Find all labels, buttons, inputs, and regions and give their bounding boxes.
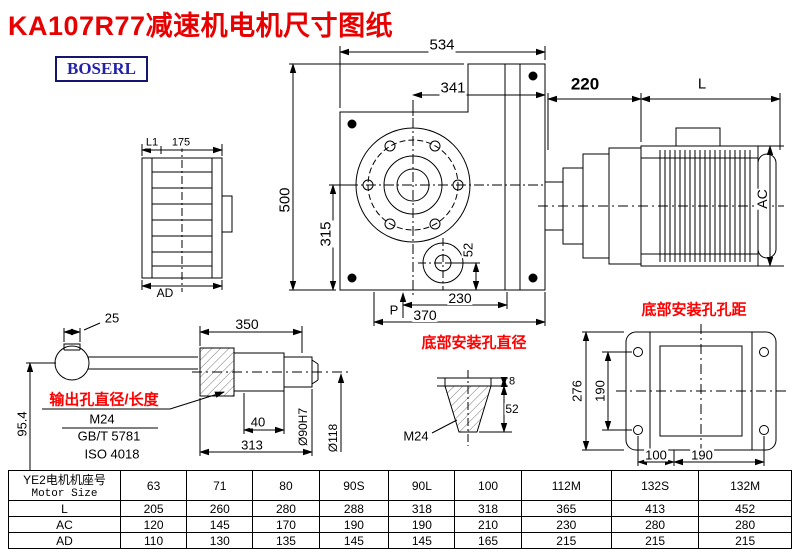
dim-l: L [696,75,708,93]
size-col: 80 [252,470,320,501]
table-cell: 452 [698,500,792,517]
table-cell: 318 [388,500,456,517]
dim-95-4: 95.4 [14,410,30,438]
gearbox-bottom-view [582,324,786,466]
dim-d90h7: Ø90H7 [296,406,310,448]
dim-313: 313 [240,437,264,453]
row-label: AC [8,516,121,533]
table-cell: 413 [610,500,700,517]
table-header-cn: YE2电机机座号 [23,473,106,487]
table-row-ad: AD 110 130 135 145 145 165 215 215 215 [8,532,792,549]
dim-ad: AD [155,286,175,300]
table-cell: 130 [186,532,254,549]
dim-100: 100 [644,447,668,463]
m24-hole-label: M24 [402,428,430,444]
size-col: 71 [186,470,254,501]
size-col: 132S [610,470,700,501]
dim-534: 534 [428,36,456,54]
point-p-label: P [388,302,400,318]
table-cell: 280 [252,500,320,517]
dim-d118: Ø118 [326,422,340,454]
table-cell: 288 [318,500,390,517]
table-cell: 230 [520,516,612,533]
output-shaft-side-view [42,326,352,456]
table-cell: 165 [454,532,522,549]
size-col: 90L [388,470,456,501]
dim-190-horiz: 190 [690,447,714,463]
table-cell: 170 [252,516,320,533]
row-label: L [8,500,121,517]
output-hole-label: 输出孔直径/长度 [48,391,160,409]
dim-220: 220 [569,74,601,94]
dim-370: 370 [412,307,438,323]
dim-8: 8 [507,375,517,388]
motor-top-left-view [141,144,233,292]
gb-spec: GB/T 5781 [76,428,142,444]
table-cell: 210 [454,516,522,533]
table-cell: 120 [119,516,188,533]
dim-l1: L1 [144,136,160,149]
table-cell: 260 [186,500,254,517]
bottom-hole-dia-label: 底部安装孔直径 [420,334,528,352]
table-cell: 135 [252,532,320,549]
page-title: KA107R77减速机电机尺寸图纸 [8,11,394,41]
row-label: AD [8,532,121,549]
motor-assembly-view [538,93,784,267]
table-cell: 215 [520,532,612,549]
dim-350: 350 [234,316,260,332]
dim-341: 341 [439,79,467,97]
size-col: 100 [454,470,522,501]
table-cell: 280 [698,516,792,533]
bottom-hole-pitch-label: 底部安装孔孔距 [640,301,748,319]
table-cell: 215 [610,532,700,549]
dim-25: 25 [103,310,121,326]
table-cell: 145 [186,516,254,533]
m24-spec: M24 [88,411,116,427]
dim-52-hole: 52 [504,402,520,416]
dim-ac: AC [754,188,770,210]
table-header-row: YE2电机机座号 Motor Size 63 71 80 90S 90L 100… [8,470,792,501]
iso-spec: ISO 4018 [83,446,141,462]
size-col: 90S [318,470,390,501]
dim-190-vert: 190 [592,379,608,403]
dim-175: 175 [170,136,192,149]
dim-500: 500 [276,186,294,214]
table-row-ac: AC 120 145 170 190 190 210 230 280 280 [8,516,792,533]
table-cell: 205 [119,500,188,517]
size-col: 112M [520,470,612,501]
bottom-hole-detail [431,370,512,446]
table-cell: 280 [610,516,700,533]
table-cell: 145 [388,532,456,549]
dim-230: 230 [447,290,473,306]
table-cell: 215 [698,532,792,549]
brand-logo: BOSERL [55,56,148,82]
table-cell: 110 [119,532,188,549]
dim-40: 40 [249,414,267,430]
motor-size-table: YE2电机机座号 Motor Size 63 71 80 90S 90L 100… [8,470,792,549]
gearbox-front-view [289,46,546,326]
table-cell: 318 [454,500,522,517]
table-cell: 365 [520,500,612,517]
dim-52-front: 52 [460,241,476,259]
dim-315: 315 [317,220,335,248]
table-header-motor-size: YE2电机机座号 Motor Size [8,470,121,501]
table-header-en: Motor Size [31,488,98,500]
table-cell: 190 [318,516,390,533]
dim-276: 276 [569,379,585,403]
size-col: 132M [698,470,792,501]
table-cell: 190 [388,516,456,533]
table-cell: 145 [318,532,390,549]
size-col: 63 [119,470,188,501]
table-row-l: L 205 260 280 288 318 318 365 413 452 [8,500,792,517]
